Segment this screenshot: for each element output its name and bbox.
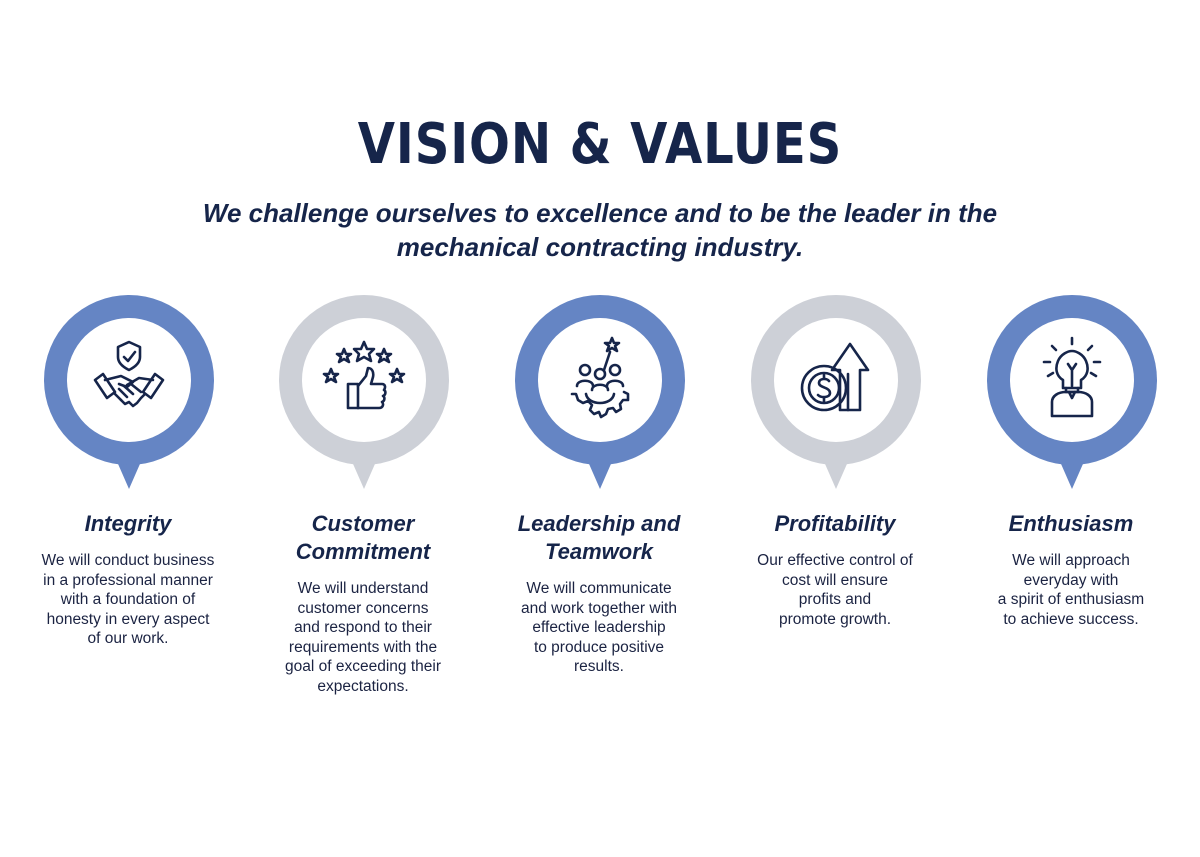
value-description-leadership-teamwork: We will communicate and work together wi…: [521, 580, 677, 676]
value-pin-profitability: [750, 292, 922, 492]
value-title-customer-commitment: Customer Commitment: [295, 511, 431, 564]
handshake-shield-icon: [79, 330, 179, 430]
value-description-enthusiasm: We will approach everyday with a spirit …: [997, 552, 1145, 628]
value-pin-customer-commitment: [278, 292, 450, 492]
value-title-integrity: Integrity: [84, 511, 172, 536]
page-title: VISION & VALUES: [357, 112, 843, 177]
value-description-profitability: Our effective control of cost will ensur…: [757, 552, 913, 628]
coin-growth-arrow-icon: [786, 330, 886, 430]
vision-statement: We challenge ourselves to excellence and…: [202, 198, 998, 262]
thumbs-up-stars-icon: [314, 330, 414, 430]
value-description-integrity: We will conduct business in a profession…: [41, 552, 215, 648]
value-description-customer-commitment: We will understand customer concerns and…: [285, 580, 441, 695]
value-title-profitability: Profitability: [774, 511, 896, 536]
team-gear-star-icon: [550, 330, 650, 430]
value-pin-enthusiasm: [986, 292, 1158, 492]
value-title-enthusiasm: Enthusiasm: [1008, 511, 1134, 536]
value-pin-leadership-teamwork: [514, 292, 686, 492]
lightbulb-person-icon: [1022, 330, 1122, 430]
value-title-leadership-teamwork: Leadership and Teamwork: [517, 511, 681, 564]
value-pin-integrity: [43, 292, 215, 492]
values-row: Integrity We will conduct business in a …: [0, 292, 1200, 722]
